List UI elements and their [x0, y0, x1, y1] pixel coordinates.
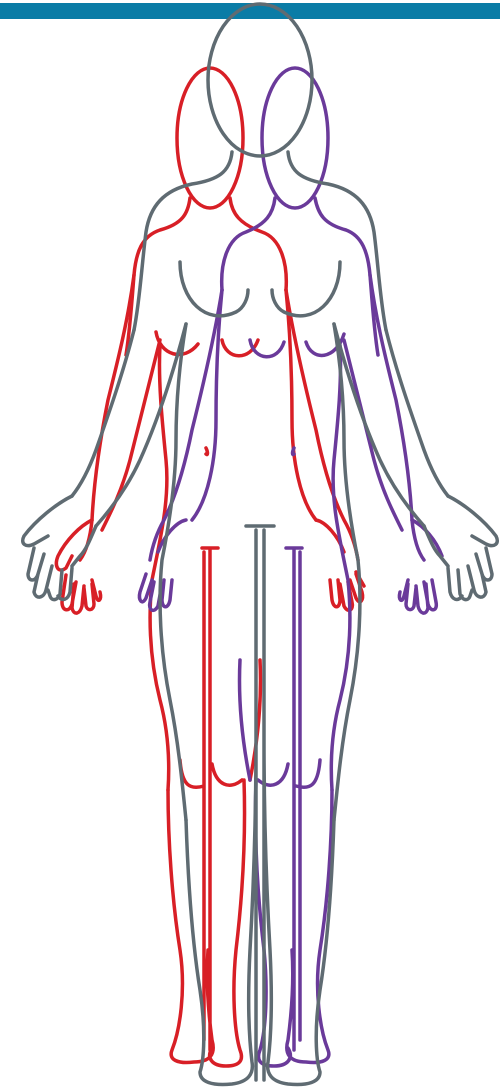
- purple-right-hand: [399, 520, 442, 613]
- gray-breasts: [180, 262, 340, 316]
- red-navel: [206, 448, 208, 455]
- gray-left-arm: [72, 324, 186, 526]
- gray-left-hand: [23, 496, 96, 600]
- red-legs: [168, 548, 261, 1066]
- gray-torso: [160, 324, 360, 820]
- gray-right-hand: [424, 496, 497, 600]
- purple-torso: [192, 290, 350, 790]
- gray-right-arm: [334, 324, 448, 526]
- red-breasts: [156, 332, 258, 356]
- gray-neck-shoulders: [134, 152, 386, 330]
- red-body-figure: [56, 68, 364, 1066]
- gray-head: [208, 4, 312, 156]
- purple-navel: [293, 448, 295, 455]
- purple-neck-shoulders: [222, 198, 378, 355]
- purple-body-figure: [139, 68, 442, 1066]
- red-right-arm: [286, 290, 358, 560]
- purple-legs: [239, 548, 332, 1066]
